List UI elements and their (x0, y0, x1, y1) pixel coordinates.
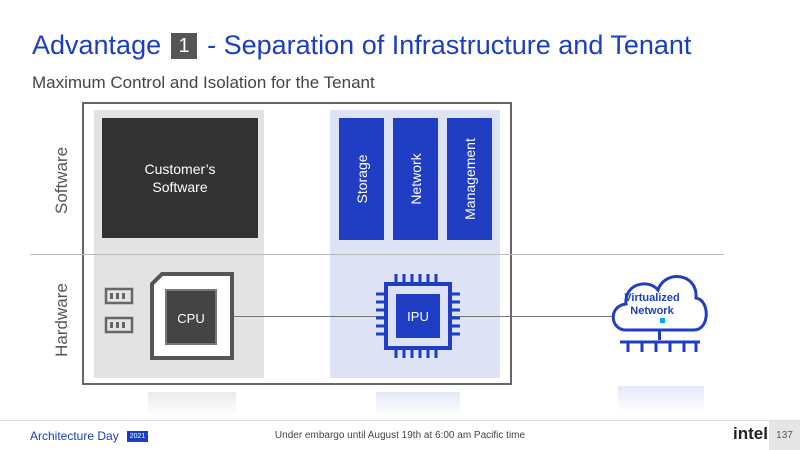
management-service-box: Management (447, 118, 492, 240)
ipu-reflection (376, 392, 460, 416)
event-branding: Architecture Day 2021 (30, 429, 149, 443)
cloud-network-icon (611, 275, 708, 352)
footer-divider (0, 420, 800, 421)
title-number-badge: 1 (171, 32, 198, 59)
embargo-notice: Under embargo until August 19th at 6:00 … (274, 430, 526, 441)
network-service-box: Network (393, 118, 438, 240)
page-number: 137 (769, 421, 800, 450)
server-frame (82, 102, 512, 385)
slide-subtitle: Maximum Control and Isolation for the Te… (32, 73, 375, 92)
cpu-label: CPU (177, 311, 205, 326)
cpu-chip-icon (150, 272, 234, 360)
ipu-label: IPU (407, 309, 429, 324)
customer-software-box: Customer’s Software (102, 118, 258, 238)
cpu-reflection (148, 392, 236, 416)
management-label: Management (461, 138, 478, 220)
software-hardware-divider (30, 254, 724, 255)
cloud-label-line1: Virtualized (624, 292, 680, 304)
ipu-chip-icon (376, 274, 460, 358)
event-year-badge: 2021 (126, 430, 149, 442)
customer-software-line2: Software (152, 179, 208, 195)
network-label: Network (407, 153, 424, 205)
row-label-software: Software (52, 146, 71, 214)
cloud-reflection (618, 386, 704, 412)
memory-modules-icon (104, 287, 134, 334)
title-prefix: Advantage (32, 30, 162, 60)
customer-software-line1: Customer’s (144, 161, 216, 177)
slide-title: Advantage 1 - Separation of Infrastructu… (32, 30, 691, 61)
cloud-label: Virtualized Network (614, 292, 690, 318)
row-label-hardware: Hardware (52, 283, 71, 357)
title-suffix: - Separation of Infrastructure and Tenan… (207, 30, 692, 60)
intel-logo: intel. (733, 424, 773, 443)
storage-label: Storage (353, 154, 370, 204)
cloud-label-line2: Network (630, 305, 674, 317)
event-name: Architecture Day (30, 429, 119, 443)
storage-service-box: Storage (339, 118, 384, 240)
